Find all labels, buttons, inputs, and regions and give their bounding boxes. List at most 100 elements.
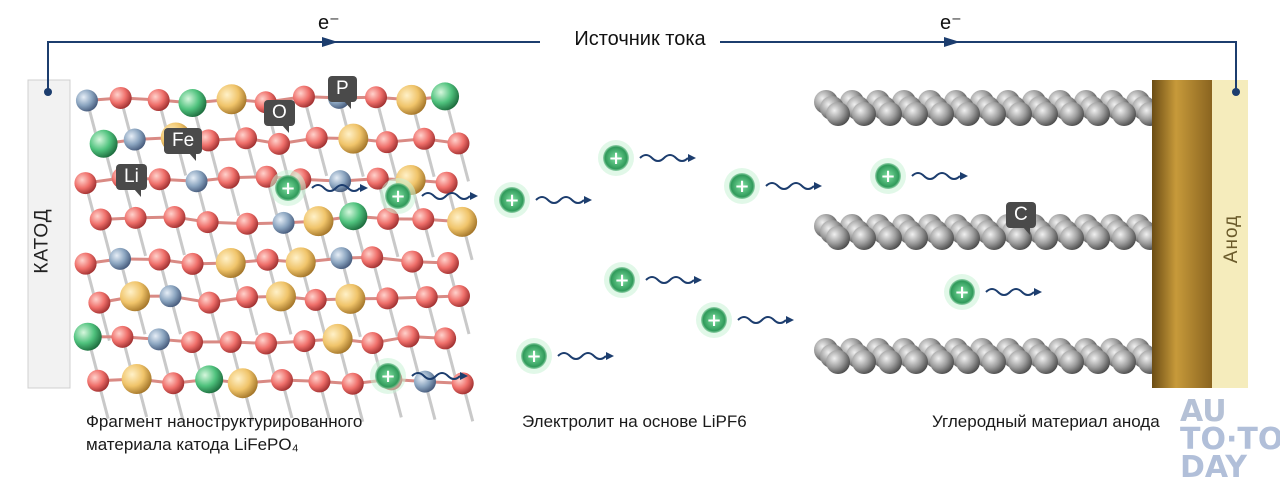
carbon-atom: [904, 226, 928, 250]
lattice-atom: [413, 370, 436, 393]
ion-plus-sign: +: [608, 148, 623, 169]
lattice-atom: [215, 247, 246, 278]
ion-plus-sign: +: [614, 270, 629, 291]
atom-tag-p: P: [328, 76, 357, 109]
carbon-atom: [1060, 350, 1084, 374]
lattice-atom: [74, 172, 97, 195]
lithium-ion: [521, 343, 547, 369]
lattice-atom: [217, 166, 240, 189]
ion-plus-sign: +: [526, 346, 541, 367]
lattice-atom: [88, 291, 111, 314]
ion-motion-arrow: [606, 352, 614, 360]
lattice-atom: [435, 171, 458, 194]
ion-plus-sign: +: [734, 176, 749, 197]
lattice-atom: [447, 285, 470, 308]
ion-motion-arrow: [694, 276, 702, 284]
lattice-atom: [147, 89, 170, 112]
lattice-atom: [308, 370, 331, 393]
carbon-atom: [1060, 102, 1084, 126]
lattice-atom: [338, 123, 369, 154]
ion-plus-sign: +: [706, 310, 721, 331]
electron-label-right: e⁻: [940, 12, 962, 34]
lattice-atom: [322, 323, 353, 354]
lattice-atom: [341, 372, 364, 395]
lattice-atom: [255, 332, 278, 355]
ion-plus-sign: +: [390, 186, 405, 207]
carbon-atom: [930, 350, 954, 374]
lattice-atom: [361, 246, 384, 269]
anode-caption: Углеродный материал анода: [932, 412, 1160, 431]
lithium-ion: [499, 187, 525, 213]
cathode-label: КАТОД: [31, 208, 53, 274]
lithium-ion: [875, 163, 901, 189]
lattice-atom: [197, 129, 220, 152]
carbon-atom: [1086, 350, 1110, 374]
carbon-atom: [1112, 102, 1136, 126]
ion-plus-sign: +: [880, 166, 895, 187]
carbon-atom: [982, 226, 1006, 250]
lattice-atom: [162, 372, 185, 395]
carbon-atom: [930, 102, 954, 126]
lithium-ion: [949, 279, 975, 305]
lattice-atom: [159, 285, 182, 308]
carbon-atom: [826, 102, 850, 126]
carbon-atom: [956, 350, 980, 374]
carbon-atom: [1086, 102, 1110, 126]
circuit-wire: [47, 41, 1237, 92]
lattice-atom: [413, 127, 436, 150]
carbon-atom: [1008, 102, 1032, 126]
carbon-atom: [1086, 226, 1110, 250]
lattice-atom: [216, 84, 247, 115]
lattice-atom: [265, 281, 296, 312]
ion-motion-trail: [311, 184, 361, 192]
lithium-ion: [609, 267, 635, 293]
lattice-atom: [303, 206, 334, 237]
ion-motion-trail: [557, 352, 607, 360]
lattice-atom: [74, 252, 97, 275]
ion-motion-trail: [535, 196, 585, 204]
cathode-caption: Фрагмент наноструктурированного материал…: [86, 410, 362, 456]
ion-plus-sign: +: [954, 282, 969, 303]
carbon-atom: [1008, 350, 1032, 374]
carbon-atom: [852, 226, 876, 250]
lattice-atom: [270, 368, 293, 391]
ion-motion-arrow: [460, 372, 468, 380]
cathode-caption-line1: Фрагмент наноструктурированного: [86, 412, 363, 431]
lithium-ion: [275, 175, 301, 201]
lattice-atom: [447, 132, 470, 155]
wire-arrow-left: [322, 37, 338, 47]
carbon-atom: [1060, 226, 1084, 250]
lattice-atom: [111, 325, 134, 348]
ion-plus-sign: +: [504, 190, 519, 211]
lattice-atom: [376, 287, 399, 310]
cathode-lattice: [70, 80, 478, 423]
ion-motion-arrow: [814, 182, 822, 190]
lattice-atom: [293, 330, 316, 353]
ion-motion-trail: [645, 276, 695, 284]
lattice-atom: [196, 211, 219, 234]
ion-plus-sign: +: [380, 366, 395, 387]
atom-tag-c: C: [1006, 202, 1036, 235]
ion-motion-trail: [421, 192, 471, 200]
lattice-atom: [434, 327, 457, 350]
lattice-atom: [89, 208, 112, 231]
carbon-atom: [878, 102, 902, 126]
ion-motion-trail: [411, 372, 461, 380]
lattice-atom: [235, 127, 258, 150]
wire-arrow-right: [944, 37, 960, 47]
lattice-atom: [181, 252, 204, 275]
ion-plus-sign: +: [280, 178, 295, 199]
ion-motion-arrow: [688, 154, 696, 162]
anode-label: Анод: [1221, 214, 1243, 264]
ion-motion-trail: [639, 154, 689, 162]
lattice-atom: [89, 129, 118, 158]
lattice-atom: [148, 248, 171, 271]
carbon-atom: [982, 102, 1006, 126]
carbon-atom: [1034, 102, 1058, 126]
lattice-atom: [401, 250, 424, 273]
ion-motion-trail: [911, 172, 961, 180]
lattice-atom: [123, 128, 146, 151]
lattice-atom: [236, 286, 259, 309]
carbon-atom: [878, 226, 902, 250]
